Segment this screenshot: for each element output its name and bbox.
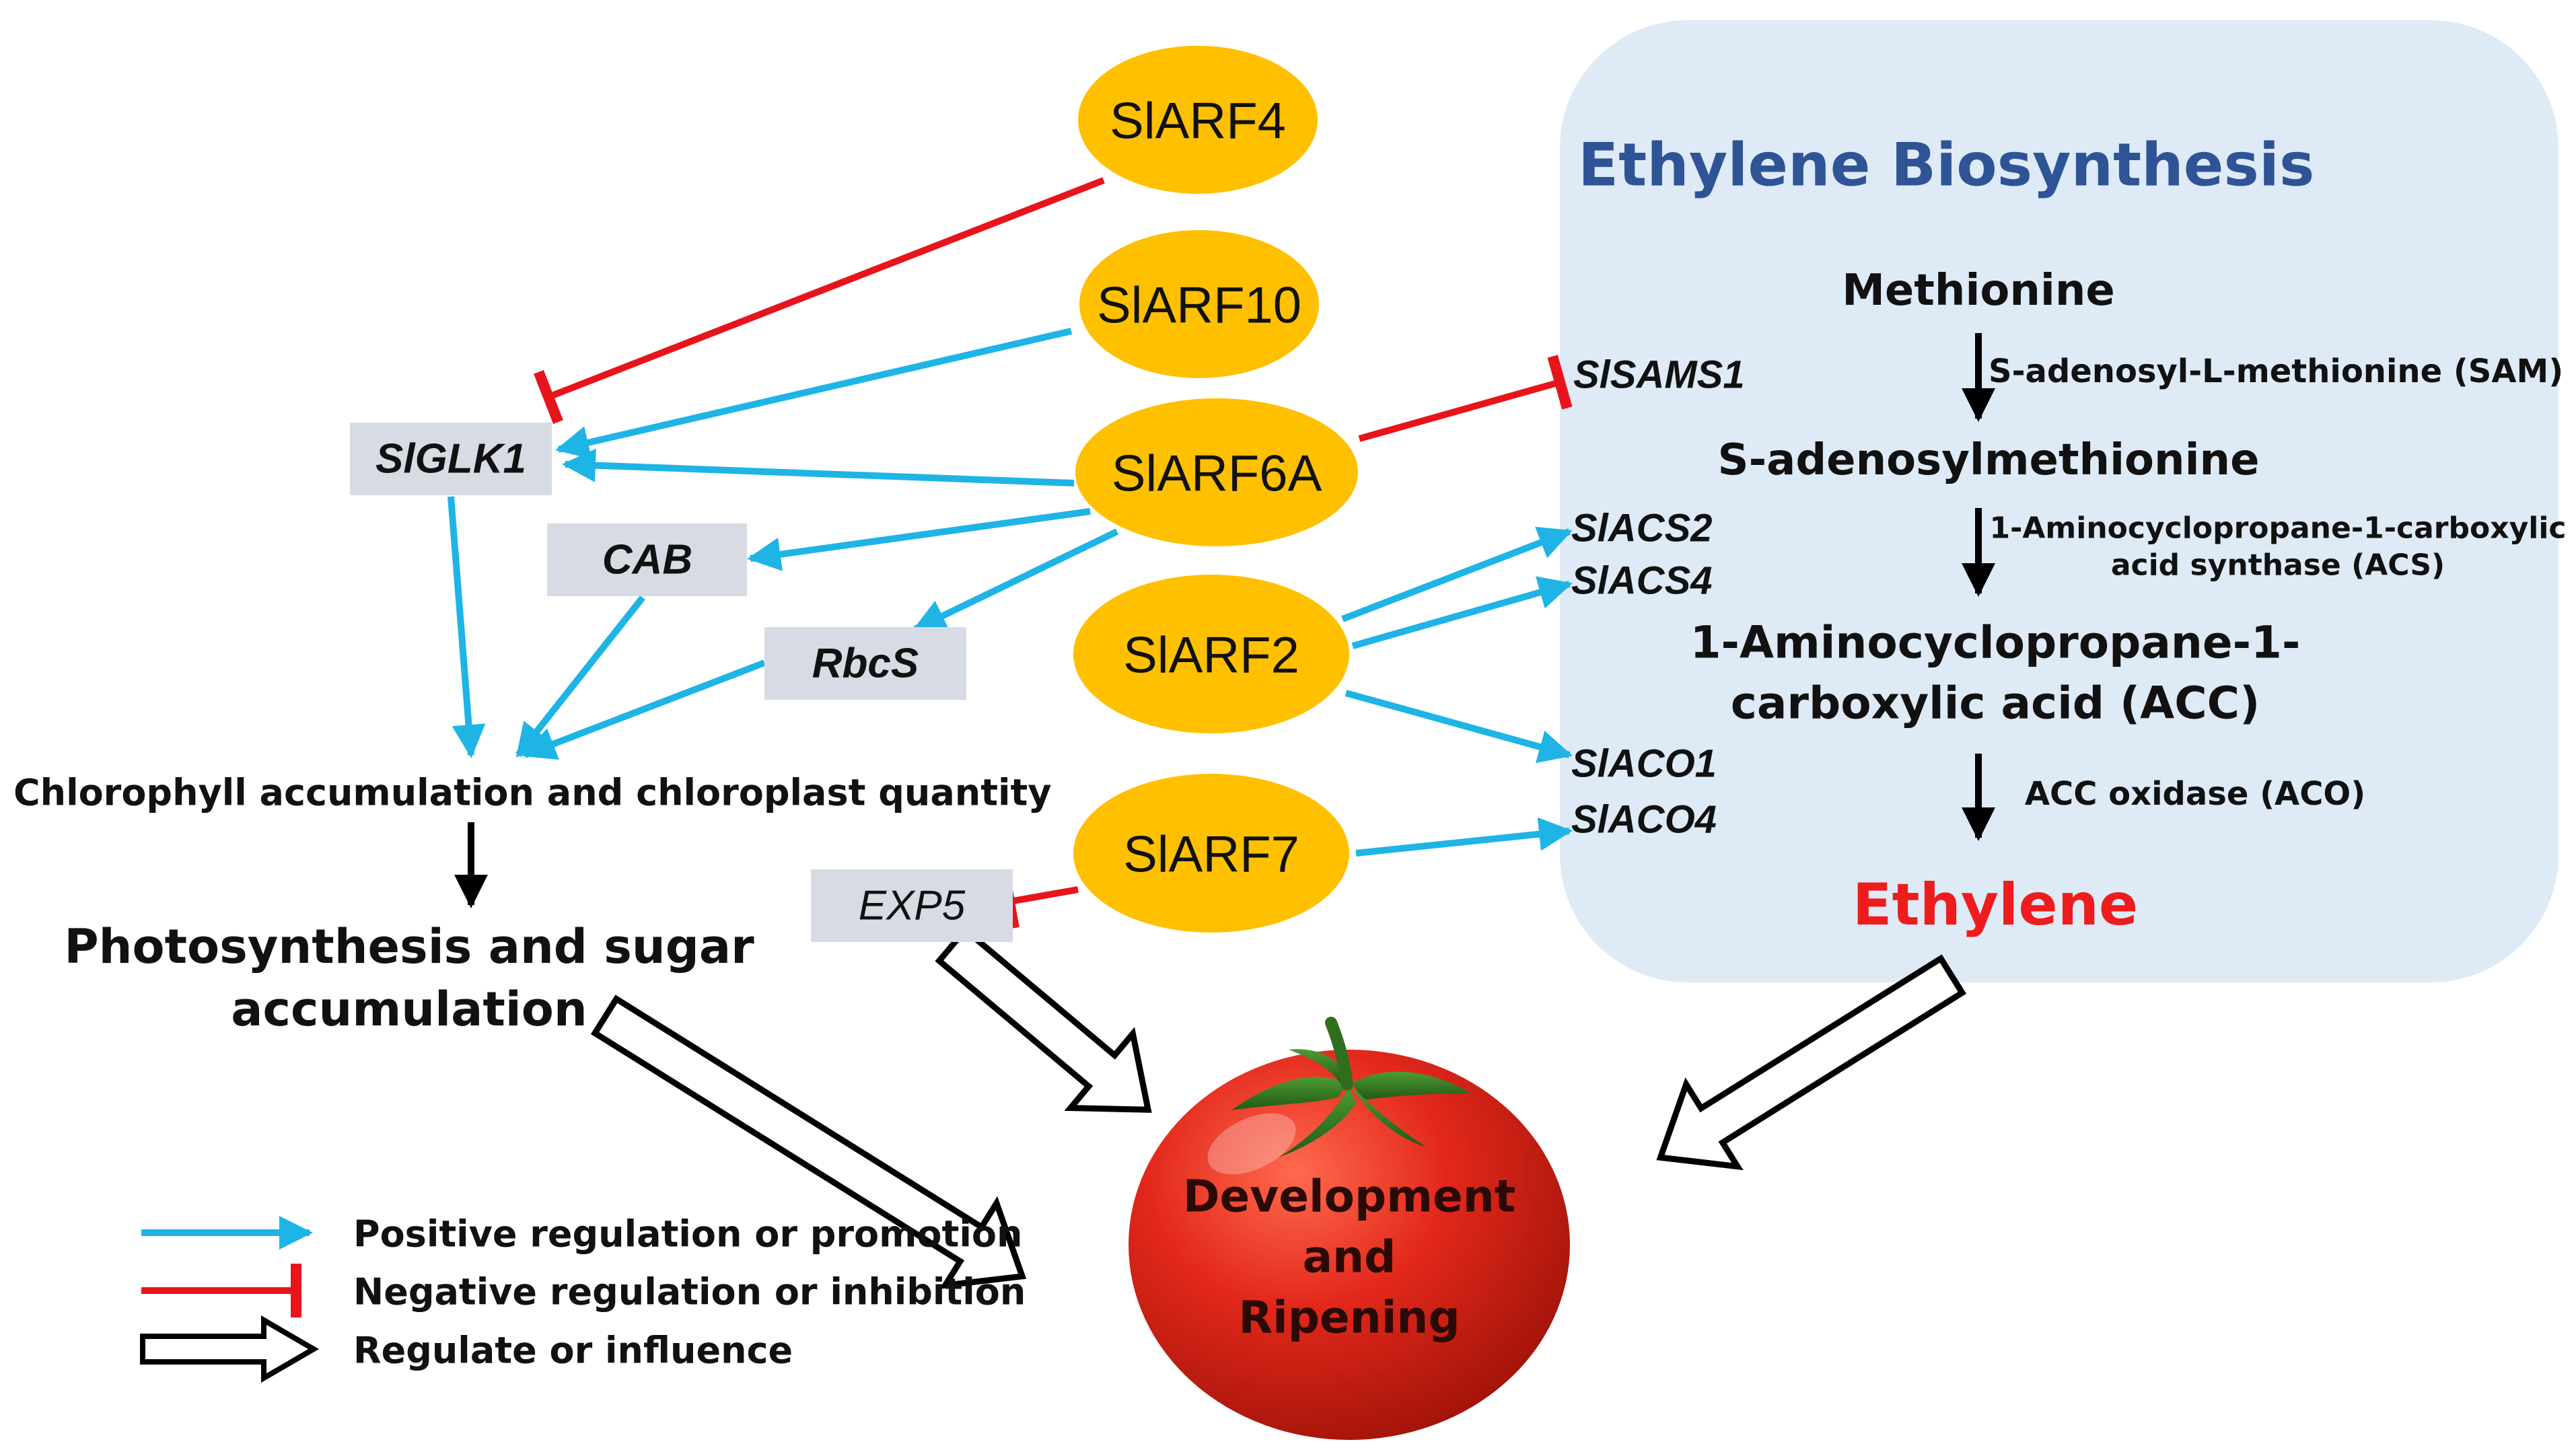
tomato-label-line1: Development bbox=[1183, 1171, 1516, 1223]
arf7-oval bbox=[1073, 774, 1349, 933]
acs4-label: SlACS4 bbox=[1571, 559, 1713, 603]
sam-enzyme-label: S-adenosyl-L-methionine (SAM) bbox=[1989, 353, 2563, 390]
cab-box bbox=[547, 523, 747, 596]
photosynthesis-label-line2: accumulation bbox=[231, 982, 587, 1037]
influence-arrows bbox=[590, 925, 1967, 1289]
legend-influence-swatch bbox=[140, 1315, 319, 1383]
exp5-box bbox=[811, 869, 1013, 942]
arf6a-promotes-cab bbox=[747, 508, 1091, 571]
arf4-inhibits-glk1 bbox=[534, 177, 1105, 425]
tomato-calyx bbox=[1231, 1049, 1470, 1157]
arf7-inhibits-exp5 bbox=[999, 874, 1079, 929]
photosynthesis-label-line1: Photosynthesis and sugar bbox=[64, 919, 754, 974]
tomato-body bbox=[1129, 1050, 1570, 1440]
glk1-promotes-chlorophyll bbox=[448, 496, 486, 758]
arf4-label: SlARF4 bbox=[1110, 93, 1286, 150]
sams1-label: SlSAMS1 bbox=[1573, 353, 1745, 397]
rbcs-box bbox=[764, 627, 966, 700]
rbcs-promotes-chlorophyll bbox=[522, 659, 766, 760]
arf6a-label: SlARF6A bbox=[1112, 445, 1322, 503]
arf2-promotes-acs2 bbox=[1341, 526, 1573, 622]
arf10-oval bbox=[1079, 230, 1319, 378]
regulation-edges bbox=[448, 177, 1995, 929]
tomato-label-line2: and bbox=[1303, 1231, 1396, 1283]
legend-influence-label: Regulate or influence bbox=[353, 1330, 793, 1372]
ethylene-influence-arrow bbox=[1656, 954, 1967, 1171]
arf7-label: SlARF7 bbox=[1123, 826, 1299, 883]
sam-label: S-adenosylmethionine bbox=[1718, 435, 2260, 485]
arf2-promotes-aco1 bbox=[1345, 690, 1573, 764]
arf2-promotes-acs4 bbox=[1351, 576, 1573, 649]
acs2-label: SlACS2 bbox=[1571, 507, 1713, 550]
arf10-label: SlARF10 bbox=[1097, 277, 1301, 334]
acs-label-line1: 1-Aminocyclopropane-1-carboxylic bbox=[1990, 511, 2567, 546]
biosynthesis-title: Ethylene Biosynthesis bbox=[1578, 131, 2314, 200]
legend-positive-label: Positive regulation or promotion bbox=[353, 1213, 1022, 1256]
acc-label-line1: 1-Aminocyclopropane-1- bbox=[1690, 617, 2301, 669]
tomato-stem bbox=[1325, 1017, 1353, 1091]
acc-label-line2: carboxylic acid (ACC) bbox=[1731, 678, 2260, 729]
arf7-promotes-aco4 bbox=[1355, 817, 1573, 857]
tomato-label-line3: Ripening bbox=[1238, 1292, 1460, 1344]
arf6a-oval bbox=[1075, 398, 1358, 546]
tomato-image: Development and Ripening bbox=[1129, 1017, 1570, 1440]
aco4-label: SlACO4 bbox=[1571, 798, 1717, 842]
exp5-influence-arrow bbox=[935, 925, 1152, 1113]
cab-label: CAB bbox=[602, 537, 692, 583]
aco-label: ACC oxidase (ACO) bbox=[2025, 775, 2365, 813]
exp5-label: EXP5 bbox=[859, 883, 966, 929]
arf2-oval bbox=[1073, 575, 1349, 733]
glk1-label: SlGLK1 bbox=[375, 436, 526, 482]
target-gene-boxes: SlGLK1 CAB RbcS EXP5 bbox=[350, 423, 1013, 942]
arf-ovals: SlARF4 SlARF10 SlARF6A SlARF2 SlARF7 bbox=[1073, 46, 1358, 933]
legend-negative-label: Negative regulation or inhibition bbox=[353, 1271, 1026, 1313]
arf6a-inhibits-sams1 bbox=[1358, 355, 1573, 442]
tomato-shine bbox=[1207, 1113, 1296, 1175]
biosynthesis-panel bbox=[1560, 20, 2559, 982]
chlorophyll-label: Chlorophyll accumulation and chloroplast… bbox=[13, 772, 1052, 814]
legend: Positive regulation or promotion Negativ… bbox=[140, 1213, 1026, 1383]
arf10-promotes-glk1 bbox=[555, 328, 1073, 460]
acs-label-line2: acid synthase (ACS) bbox=[2111, 548, 2445, 583]
glk1-box bbox=[350, 423, 552, 495]
arf2-label: SlARF2 bbox=[1123, 627, 1299, 684]
rbcs-label: RbcS bbox=[812, 641, 919, 687]
arf4-oval bbox=[1078, 46, 1318, 194]
arf6a-promotes-glk1 bbox=[562, 448, 1075, 486]
aco1-label: SlACO1 bbox=[1571, 742, 1717, 786]
ethylene-label: Ethylene bbox=[1853, 871, 2139, 939]
biosynthesis-pathway: Ethylene Biosynthesis Methionine S-adeno… bbox=[1571, 131, 2567, 939]
arf6a-promotes-rbcs bbox=[912, 528, 1119, 632]
methionine-label: Methionine bbox=[1842, 266, 2115, 316]
photosynthesis-influence-arrow bbox=[590, 994, 1027, 1289]
